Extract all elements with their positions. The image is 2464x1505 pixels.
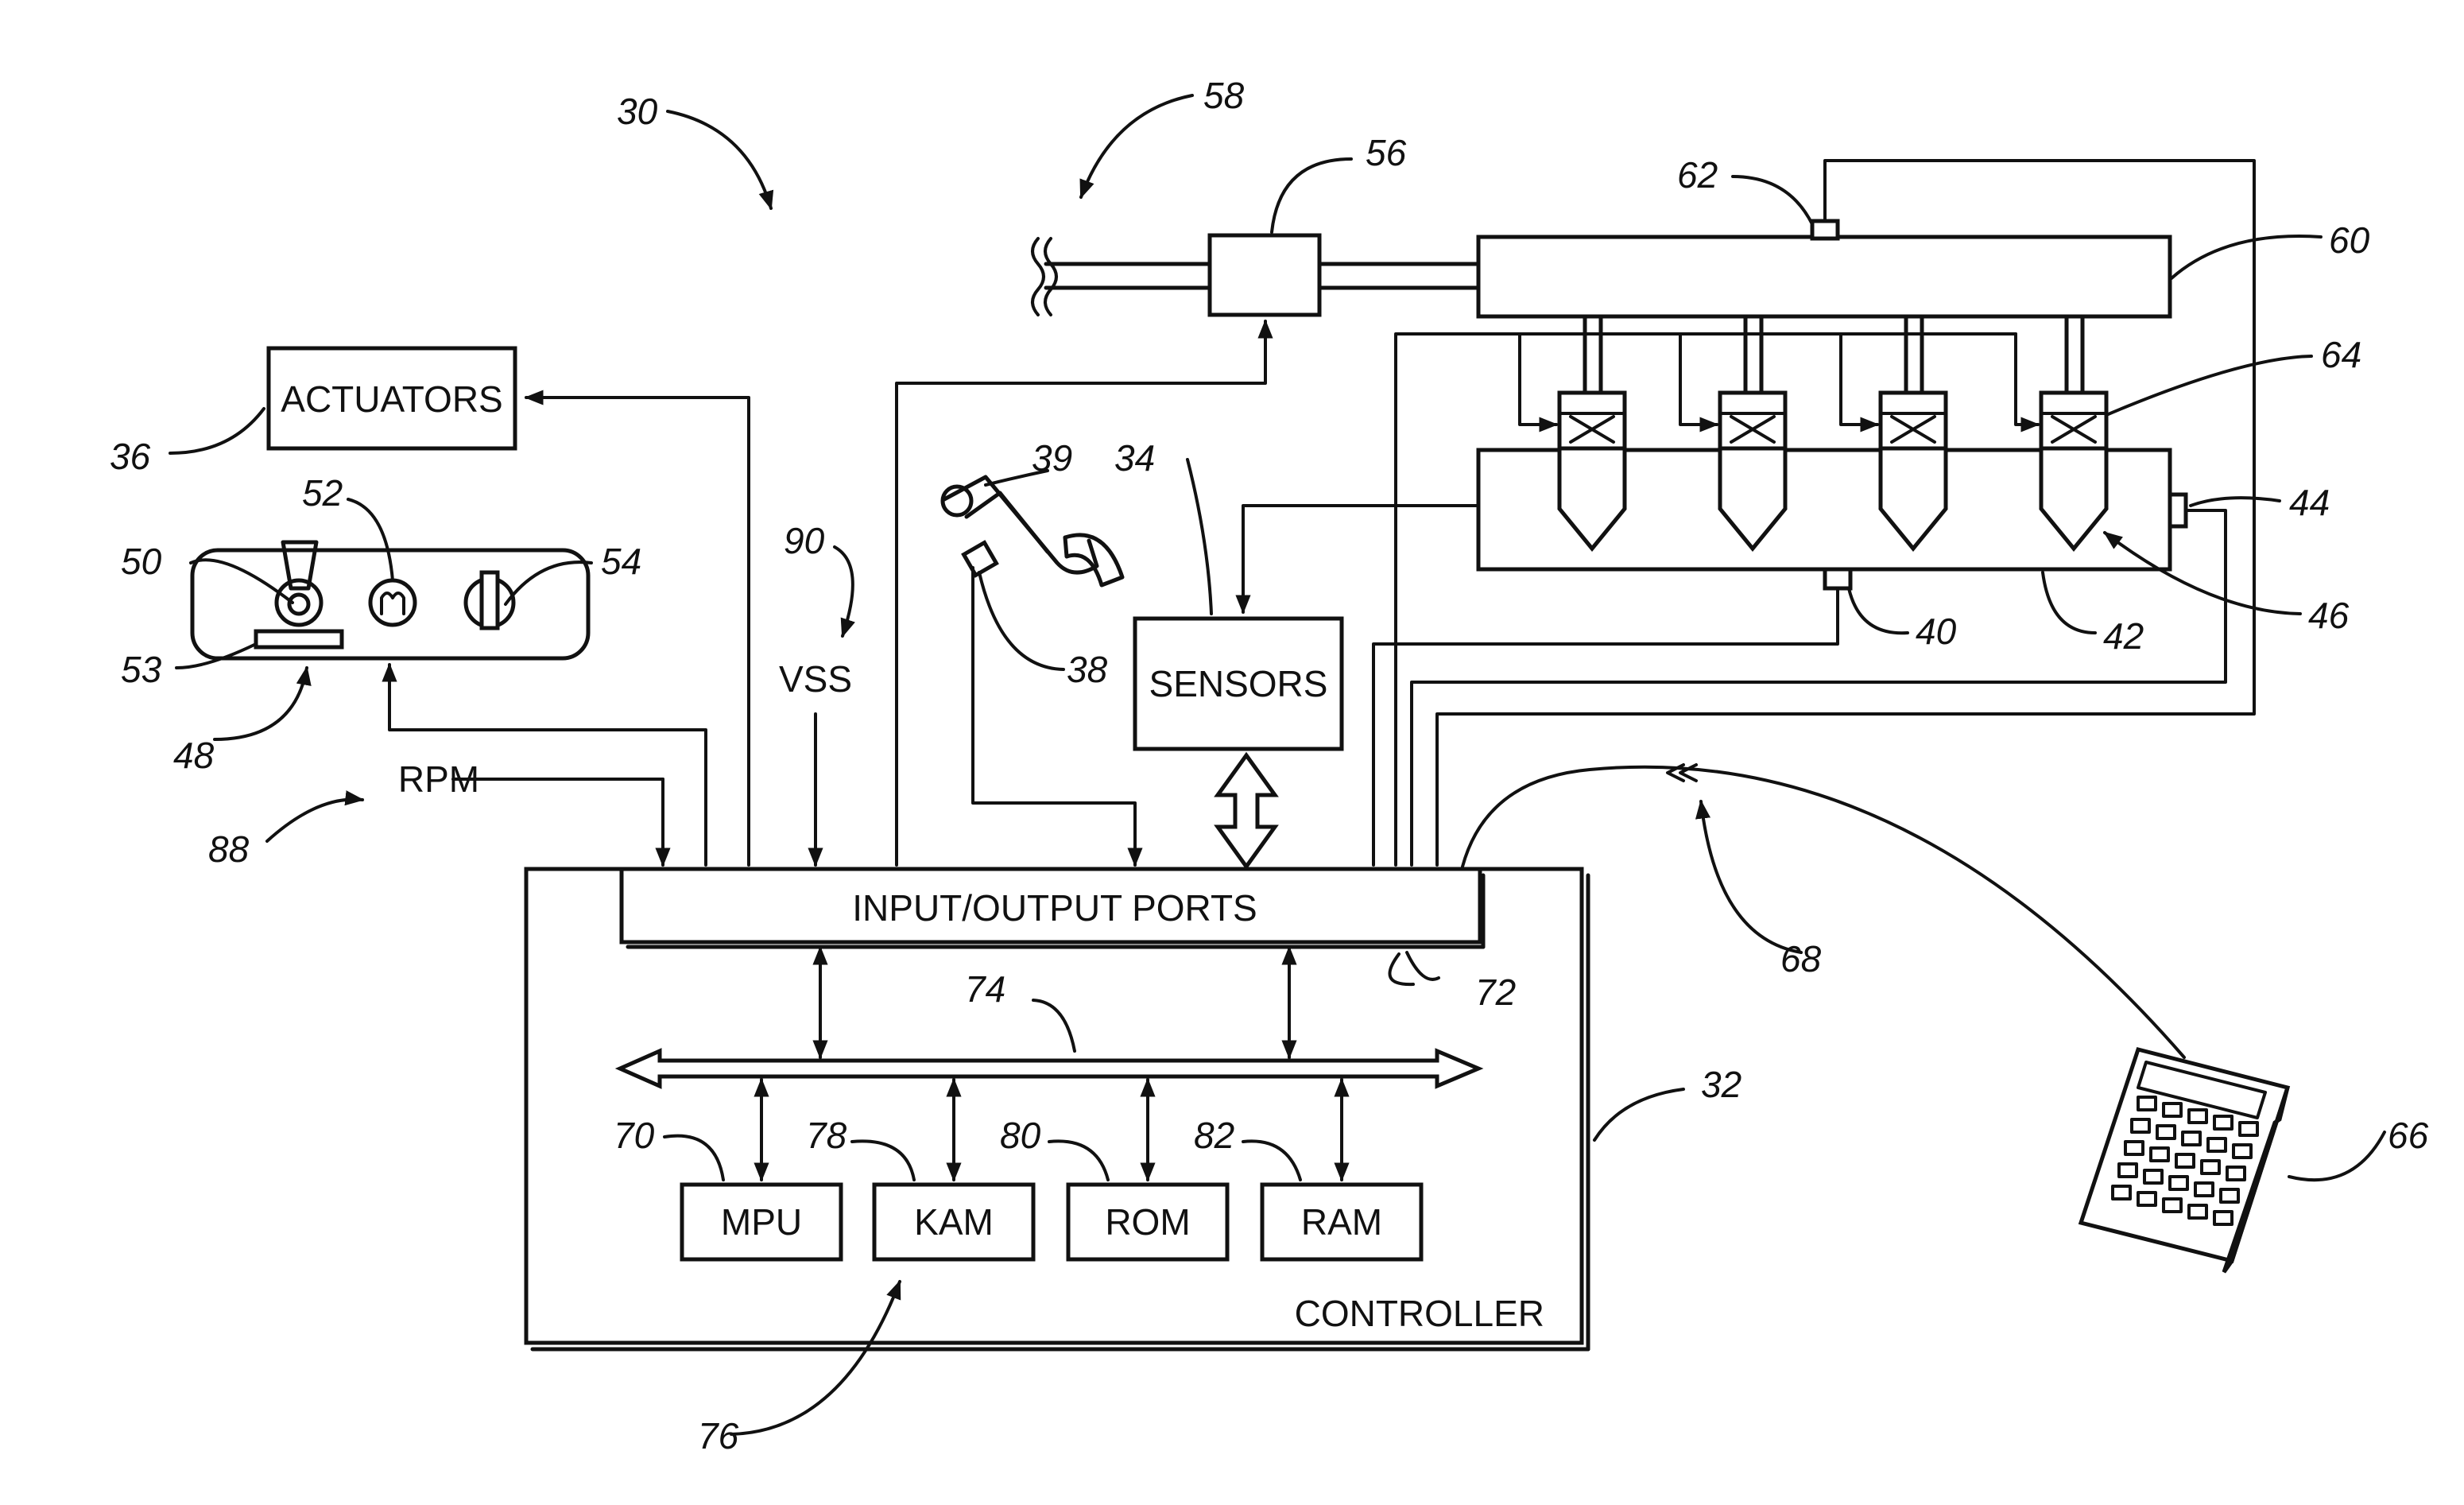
io-ports-label: INPUT/OUTPUT PORTS — [852, 887, 1257, 929]
actuators-label: ACTUATORS — [281, 378, 502, 420]
injector-1 — [1557, 390, 1627, 552]
ref-68: 68 — [1780, 938, 1822, 979]
engine-sensor-line — [1235, 504, 1480, 615]
actuators-block: ACTUATORS — [266, 346, 517, 451]
ref-62: 62 — [1677, 154, 1718, 196]
sensors-block: SENSORS — [1133, 616, 1344, 751]
rom-block: ROM — [1066, 1182, 1230, 1262]
ref-39: 39 — [1032, 437, 1072, 479]
panel-signal-line — [382, 662, 707, 867]
ref-34: 34 — [1114, 437, 1155, 479]
mpu-label: MPU — [721, 1201, 802, 1243]
ref-38: 38 — [1067, 649, 1108, 690]
fuel-rail — [1476, 219, 2172, 319]
fuel-pump-block — [1207, 233, 1322, 317]
ref-44: 44 — [2289, 482, 2330, 523]
rail-sensor-line — [1435, 159, 2256, 867]
kam-block: KAM — [872, 1182, 1036, 1262]
ref-70: 70 — [614, 1115, 655, 1156]
ref-32: 32 — [1701, 1064, 1741, 1105]
ref-76: 76 — [698, 1415, 739, 1457]
ref-54: 54 — [601, 541, 641, 582]
mpu-block: MPU — [680, 1182, 843, 1262]
ref-74: 74 — [965, 968, 1005, 1010]
kam-label: KAM — [914, 1201, 994, 1243]
ref-42: 42 — [2103, 615, 2144, 657]
pedal-signal-line — [971, 566, 1143, 867]
sensors-label: SENSORS — [1149, 663, 1328, 704]
service-link-cable — [1461, 765, 2186, 1059]
ref-40: 40 — [1916, 611, 1957, 652]
rom-label: ROM — [1105, 1201, 1190, 1243]
operator-panel — [190, 540, 591, 661]
ref-66: 66 — [2388, 1115, 2429, 1156]
ref-78: 78 — [806, 1115, 847, 1156]
knock-sensor-line — [1410, 509, 2227, 867]
rpm-label: RPM — [398, 758, 479, 800]
data-bus — [614, 945, 1484, 1182]
ref-46: 46 — [2308, 595, 2350, 636]
pump-control-line — [895, 319, 1273, 867]
injector-feed-lines — [1583, 314, 2085, 395]
ref-80: 80 — [1000, 1115, 1041, 1156]
injector-drive-line — [1394, 332, 2040, 867]
io-ports-block: INPUT/OUTPUT PORTS — [619, 867, 1486, 949]
ref-82: 82 — [1194, 1115, 1234, 1156]
ref-72: 72 — [1475, 972, 1516, 1013]
ref-30: 30 — [617, 91, 658, 132]
actuator-signal-line — [524, 390, 750, 867]
cylinder-sensor-line — [1372, 587, 1839, 867]
ref-60: 60 — [2329, 219, 2370, 261]
ref-50: 50 — [121, 541, 162, 582]
ref-36: 36 — [110, 436, 151, 477]
ref-52: 52 — [302, 472, 343, 514]
ref-56: 56 — [1366, 132, 1407, 173]
ref-58: 58 — [1203, 75, 1245, 116]
injector-4 — [2039, 390, 2109, 552]
ref-48: 48 — [173, 735, 215, 776]
ref-64: 64 — [2321, 334, 2361, 375]
ram-block: RAM — [1260, 1182, 1424, 1262]
leader-lines — [169, 94, 2386, 1436]
accelerator-pedal — [940, 475, 1125, 588]
ram-label: RAM — [1301, 1201, 1382, 1243]
keypad — [2111, 1096, 2259, 1226]
fuel-supply-line — [1031, 237, 1481, 316]
vss-label: VSS — [779, 658, 852, 700]
ref-88: 88 — [208, 828, 250, 870]
ref-53: 53 — [121, 649, 162, 690]
injector-2 — [1718, 390, 1788, 552]
sensors-io-double-arrow — [1214, 751, 1279, 871]
ref-90: 90 — [784, 520, 825, 561]
injector-3 — [1878, 390, 1948, 552]
handheld-service-tool — [2078, 1047, 2291, 1274]
controller-label: CONTROLLER — [1295, 1293, 1544, 1334]
